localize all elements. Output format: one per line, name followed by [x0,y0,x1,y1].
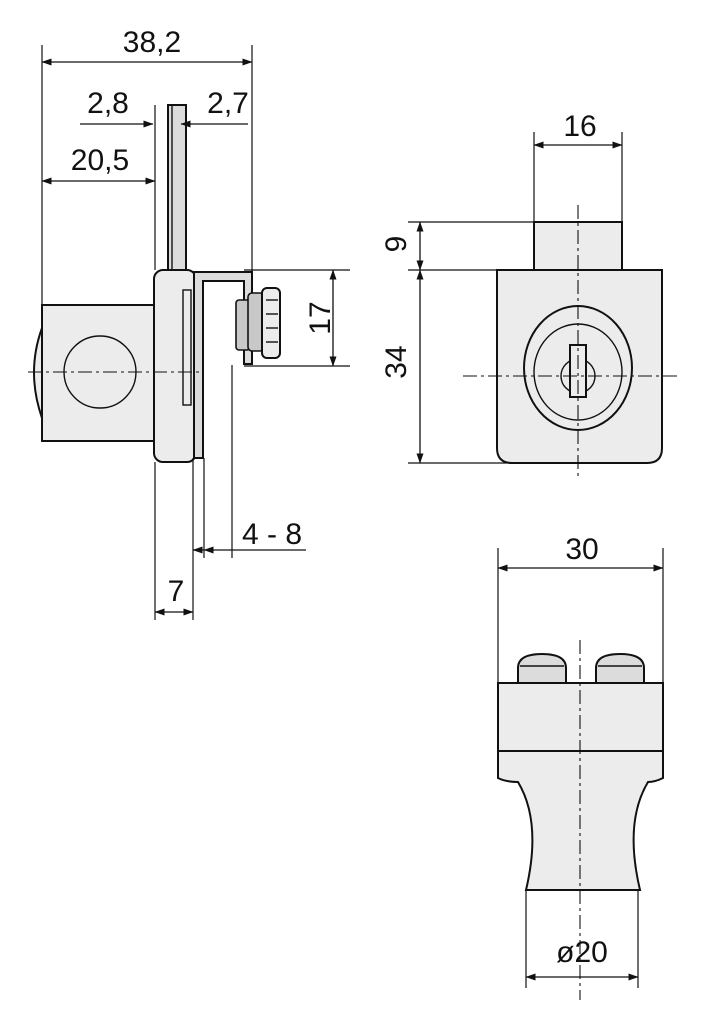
dim-neck-diameter: ø20 [556,936,608,969]
dim-right-plate: 2,7 [207,87,249,120]
key-slot [569,344,587,398]
dim-panel-thickness: 7 [168,575,185,608]
dim-top-height: 9 [380,236,413,253]
screw-head-right [595,652,645,685]
dim-bracket-height: 17 [304,301,337,334]
dim-top-width: 16 [563,110,596,143]
glass-plate [167,104,187,276]
dim-total-width: 38,2 [123,26,181,59]
dim-body-height: 34 [380,345,413,378]
cylinder-body [41,304,159,442]
bottom-view: 30 ø20 [497,533,664,1000]
dim-body-depth: 20,5 [71,144,129,177]
side-view: 38,2 2,8 2,7 20,5 17 4 - 8 7 [28,26,350,620]
dim-base-width: 30 [565,533,598,566]
clamp-block [153,269,197,463]
dim-left-plate: 2,8 [87,87,129,120]
dim-door-thickness: 4 - 8 [242,518,302,551]
front-view: 16 9 34 [380,110,680,480]
knob-shape [33,327,43,419]
screw-head-left [517,652,567,685]
